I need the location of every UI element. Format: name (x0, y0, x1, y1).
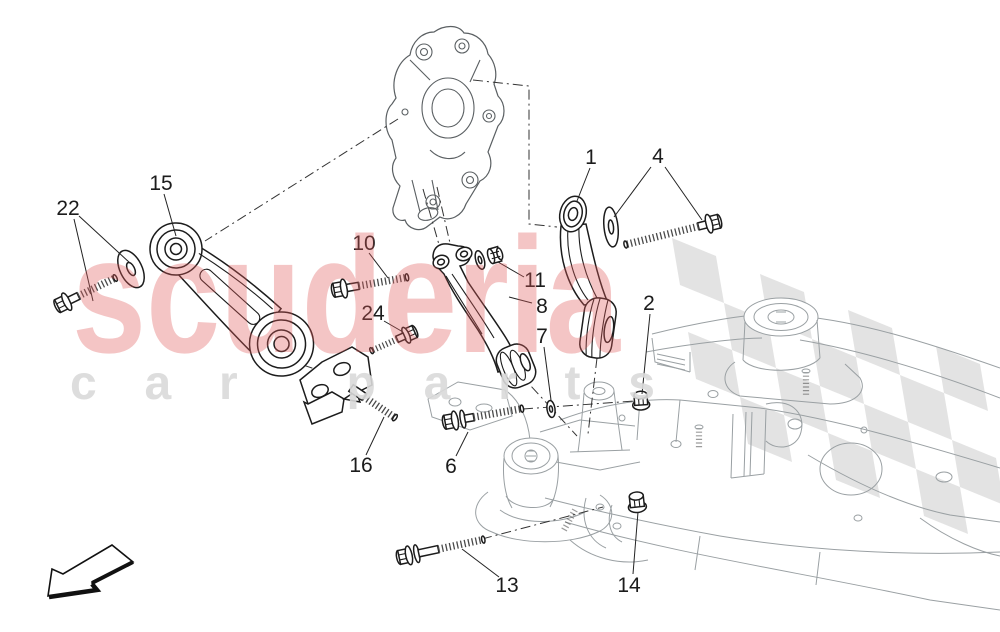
flag-cell (828, 433, 880, 498)
nut-part-2 (631, 390, 651, 411)
watermark-brand-text: scuderia (72, 203, 621, 387)
flag-cell (952, 440, 1000, 504)
flag-cell (900, 375, 952, 440)
wheel-knuckle-drawing (385, 25, 505, 231)
callout-label-13: 13 (495, 574, 518, 597)
toe-link-part-8 (432, 243, 537, 389)
callout-label-7: 7 (536, 325, 548, 348)
control-arm-part-15 (149, 222, 315, 377)
callout-label-6: 6 (445, 455, 457, 478)
bolt-part-22 (53, 273, 119, 314)
callout-label-10: 10 (352, 232, 375, 255)
callout-label-1: 1 (585, 146, 597, 169)
bolt-part-13 (395, 535, 486, 566)
callout-label-24: 24 (361, 302, 385, 325)
direction-arrow-icon (47, 544, 135, 600)
watermark-brand-subtext: car parts (70, 357, 655, 410)
bolt-part-10 (330, 273, 410, 299)
flag-cell (812, 339, 864, 404)
nut-part-11 (474, 245, 504, 270)
washer-part-22 (117, 249, 145, 289)
callout-label-4: 4 (652, 145, 664, 168)
bolt-part-4 (623, 213, 723, 249)
bolt-part-6 (441, 404, 525, 431)
washer-part-7 (546, 399, 556, 419)
flag-cell (740, 397, 792, 462)
callout-leader-lines (73, 166, 703, 578)
nut-part-14 (627, 491, 648, 514)
callout-label-14: 14 (617, 574, 641, 597)
bolt-part-24 (368, 324, 419, 355)
flag-cell (776, 368, 828, 433)
flag-cell (688, 332, 740, 397)
flag-cell (916, 469, 968, 534)
callout-label-8: 8 (536, 295, 548, 318)
flag-cell (936, 346, 988, 411)
rear-subframe-drawing (427, 297, 1000, 611)
callout-label-15: 15 (149, 172, 172, 195)
flag-cell (672, 238, 724, 303)
camber-link-part-1 (558, 195, 617, 359)
callout-label-16: 16 (349, 454, 372, 477)
callout-label-2: 2 (643, 292, 655, 315)
callout-label-11: 11 (524, 269, 546, 292)
callout-label-22: 22 (56, 197, 79, 220)
washer-part-4 (602, 206, 620, 248)
checkered-flag-watermark (672, 238, 1000, 534)
bracket-part-16 (299, 346, 399, 425)
